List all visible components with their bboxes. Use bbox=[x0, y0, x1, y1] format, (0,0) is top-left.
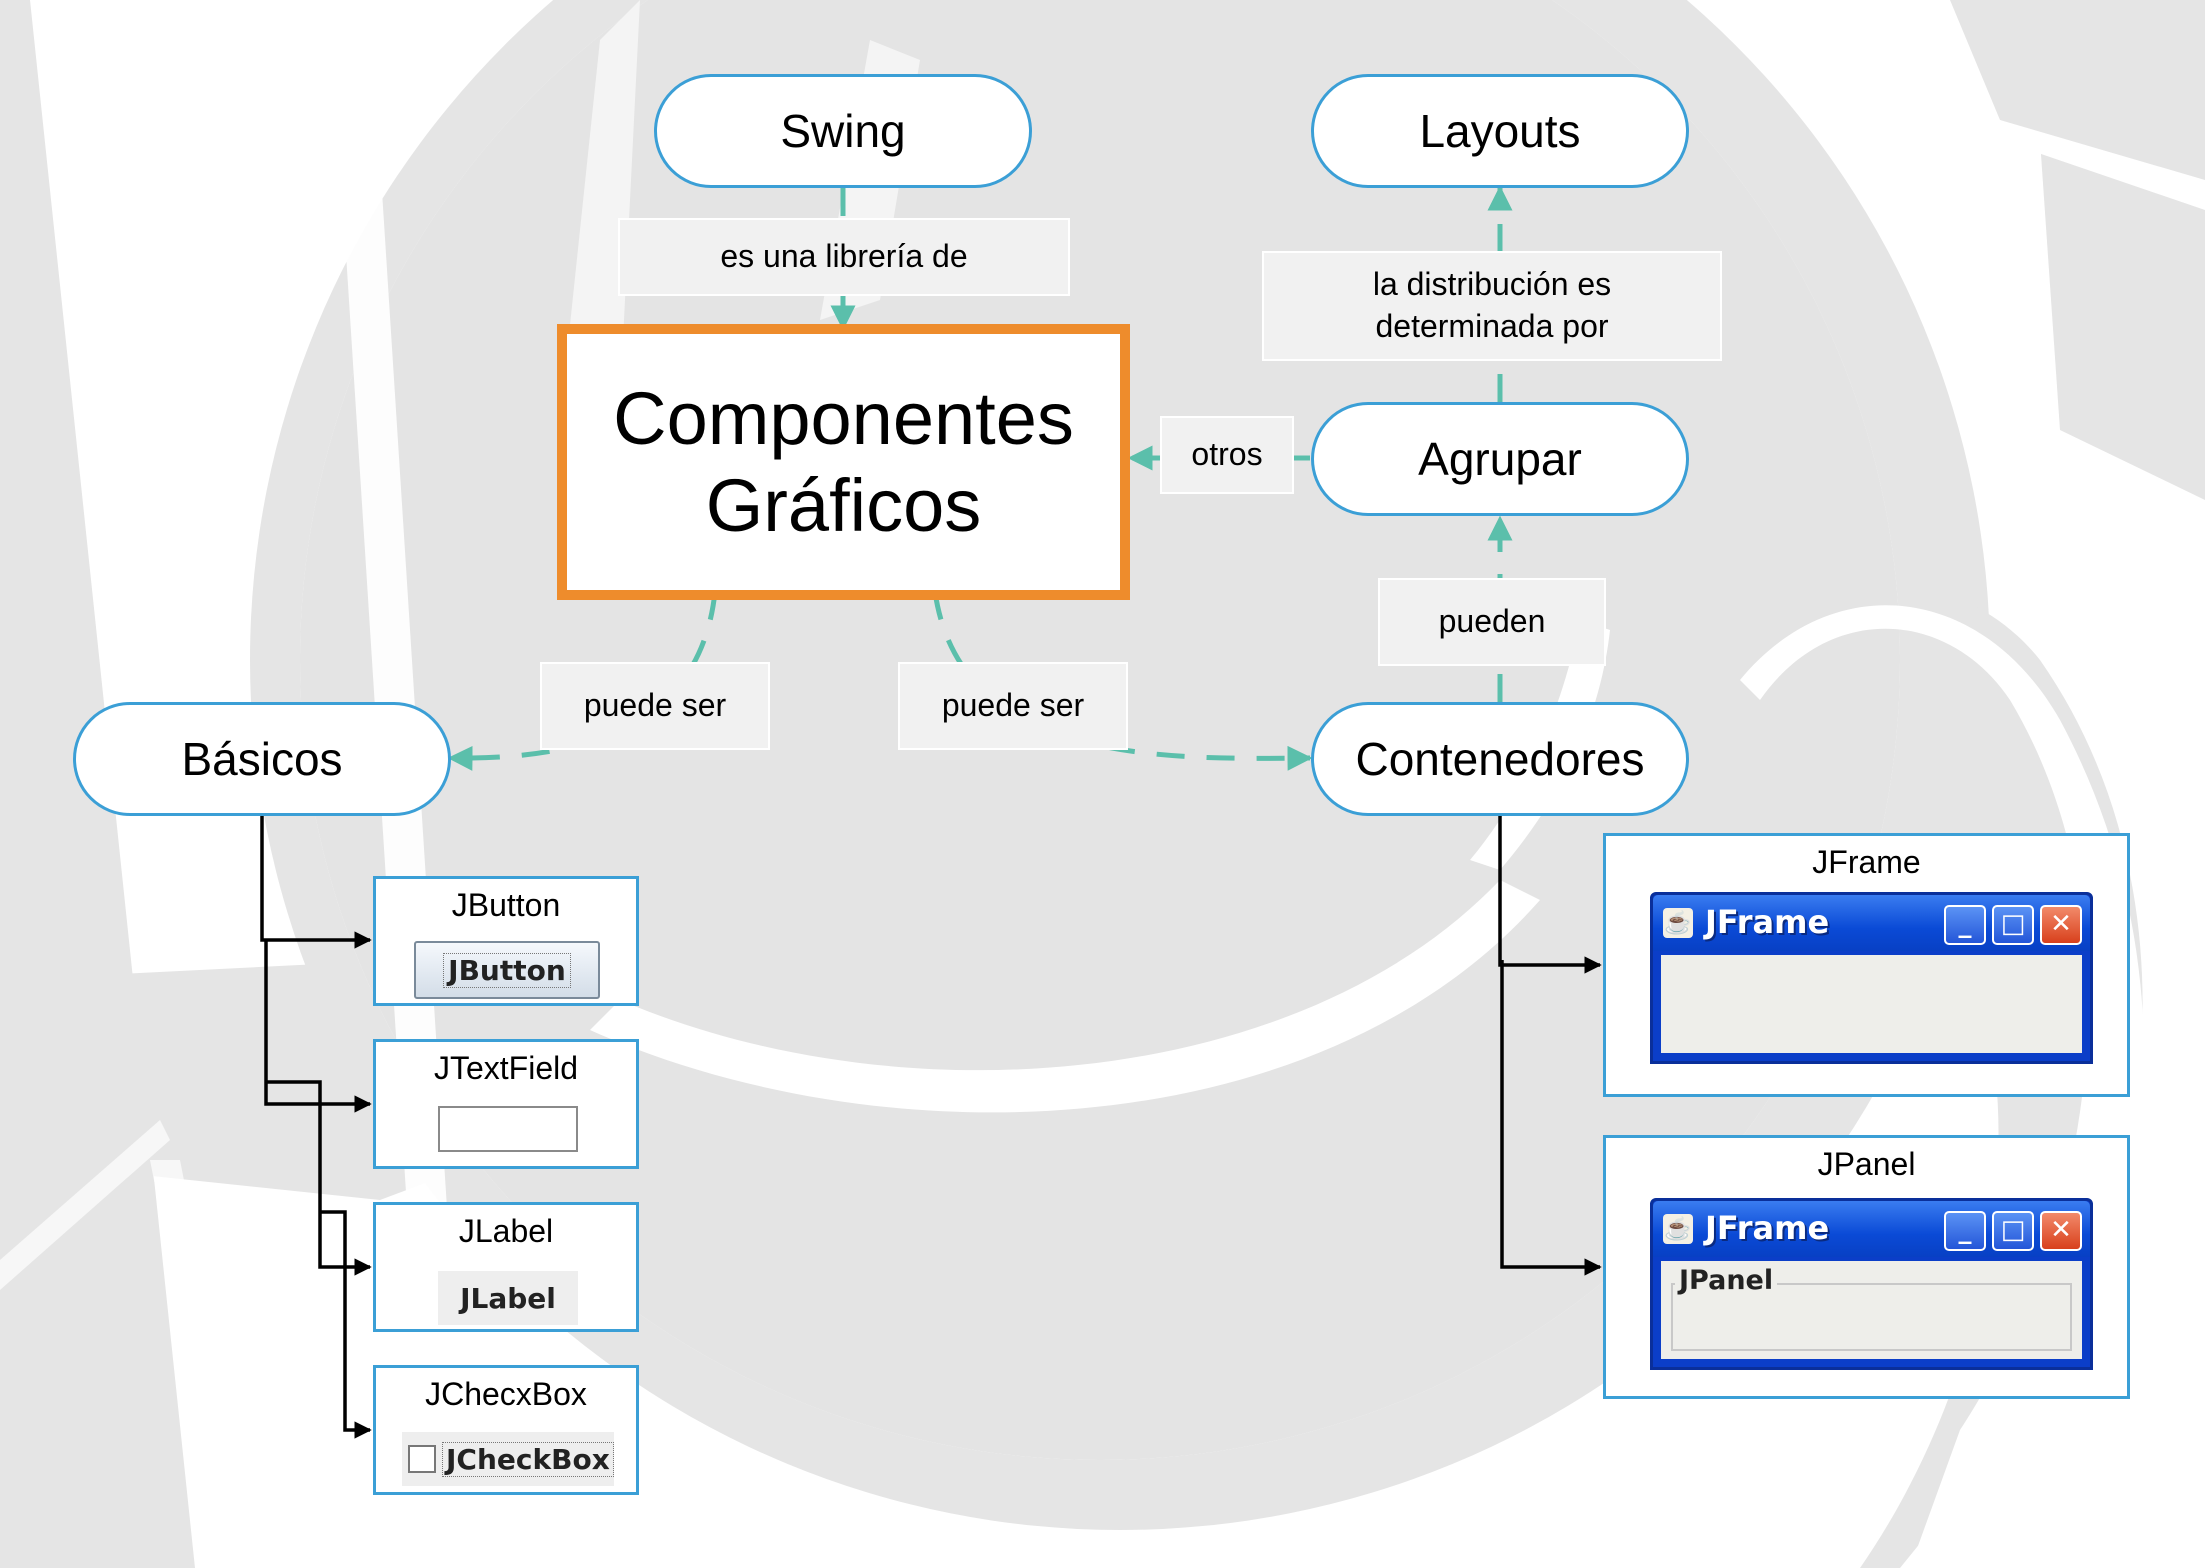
node-swing[interactable]: Swing bbox=[654, 74, 1032, 188]
connector-basicos-to-jbutton bbox=[260, 815, 372, 949]
link-label-distribucion: la distribución es determinada por bbox=[1262, 251, 1722, 361]
window-titlebar: ☕ JFrame _ □ ✕ bbox=[1653, 895, 2090, 951]
node-layouts[interactable]: Layouts bbox=[1311, 74, 1689, 188]
card-jtextfield[interactable]: JTextField bbox=[373, 1039, 639, 1169]
card-jtextfield-title: JTextField bbox=[433, 1050, 579, 1086]
node-componentes-graficos[interactable]: Componentes Gráficos bbox=[557, 324, 1130, 600]
connector-contenedores-to-jframe bbox=[1498, 815, 1602, 974]
jcheckbox-sample-label: JCheckBox bbox=[442, 1441, 614, 1477]
card-jpanel-title: JPanel bbox=[1817, 1146, 1916, 1182]
minimize-icon: _ bbox=[1944, 905, 1986, 945]
card-jframe[interactable]: JFrame ☕ JFrame _ □ ✕ bbox=[1603, 833, 2130, 1097]
link-label-es-una-libreria: es una librería de bbox=[618, 218, 1070, 296]
jbutton-sample-label: JButton bbox=[443, 952, 571, 988]
card-jlabel-title: JLabel bbox=[458, 1213, 554, 1249]
link-label-distribucion-line2: determinada por bbox=[1375, 308, 1609, 344]
card-jlabel[interactable]: JLabel JLabel bbox=[373, 1202, 639, 1332]
jpanel-window-sample: ☕ JFrame _ □ ✕ JPanel bbox=[1650, 1198, 2093, 1370]
maximize-icon: □ bbox=[1992, 905, 2034, 945]
window-title: JFrame bbox=[1705, 903, 1830, 941]
card-jpanel[interactable]: JPanel ☕ JFrame _ □ ✕ JPanel bbox=[1603, 1135, 2130, 1399]
node-componentes-graficos-line1: Componentes bbox=[613, 376, 1074, 460]
card-jcheckbox[interactable]: JChecxBox JCheckBox bbox=[373, 1365, 639, 1495]
window-client-area: JPanel bbox=[1661, 1261, 2082, 1359]
link-label-otros: otros bbox=[1160, 416, 1294, 494]
connector-basicos-to-jlabel bbox=[266, 1080, 372, 1276]
card-jbutton-title: JButton bbox=[451, 887, 561, 923]
window-client-area bbox=[1661, 955, 2082, 1053]
jcheckbox-sample: JCheckBox bbox=[402, 1432, 614, 1486]
connector-basicos-to-jcheckbox bbox=[320, 1210, 372, 1439]
jbutton-sample: JButton bbox=[414, 941, 600, 999]
java-cup-icon: ☕ bbox=[1663, 908, 1693, 938]
node-componentes-graficos-line2: Gráficos bbox=[705, 464, 982, 547]
java-cup-icon: ☕ bbox=[1663, 1214, 1693, 1244]
card-jframe-title: JFrame bbox=[1812, 844, 1921, 880]
minimize-icon: _ bbox=[1944, 1211, 1986, 1251]
card-jbutton[interactable]: JButton JButton bbox=[373, 876, 639, 1006]
node-contenedores[interactable]: Contenedores bbox=[1311, 702, 1689, 816]
window-titlebar: ☕ JFrame _ □ ✕ bbox=[1653, 1201, 2090, 1257]
close-icon: ✕ bbox=[2040, 905, 2082, 945]
link-label-puede-ser-right: puede ser bbox=[898, 662, 1128, 750]
maximize-icon: □ bbox=[1992, 1211, 2034, 1251]
card-jcheckbox-title: JChecxBox bbox=[425, 1376, 587, 1412]
close-icon: ✕ bbox=[2040, 1211, 2082, 1251]
link-label-puede-ser-left: puede ser bbox=[540, 662, 770, 750]
node-agrupar[interactable]: Agrupar bbox=[1311, 402, 1689, 516]
jtextfield-sample bbox=[438, 1106, 578, 1152]
connector-contenedores-to-jpanel bbox=[1500, 960, 1602, 1276]
jlabel-sample: JLabel bbox=[438, 1271, 578, 1325]
jframe-window-sample: ☕ JFrame _ □ ✕ bbox=[1650, 892, 2093, 1064]
jpanel-legend: JPanel bbox=[1675, 1265, 1778, 1296]
link-label-distribucion-line1: la distribución es bbox=[1372, 266, 1612, 303]
node-basicos[interactable]: Básicos bbox=[73, 702, 451, 816]
jpanel-groupbox bbox=[1671, 1283, 2072, 1351]
window-title: JFrame bbox=[1705, 1209, 1830, 1247]
connector-basicos-to-jtextfield bbox=[264, 940, 372, 1113]
checkbox-icon bbox=[408, 1445, 436, 1473]
link-label-pueden: pueden bbox=[1378, 578, 1606, 666]
